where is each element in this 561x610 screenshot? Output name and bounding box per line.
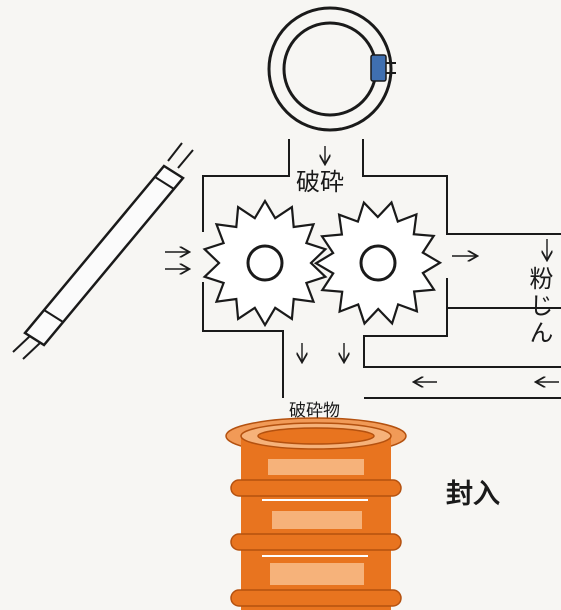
circular-fluorescent-lamp-icon — [267, 6, 396, 132]
straight-fluorescent-tube-icon — [12, 142, 194, 360]
crusher-gear-right-icon — [313, 200, 443, 326]
crusher-gear-left-icon — [202, 198, 328, 328]
crushing-label: 破砕 — [296, 168, 344, 196]
flow-arrows — [165, 146, 559, 382]
duct-walls — [202, 139, 561, 399]
steel-drum-icon — [225, 417, 407, 610]
sealing-label: 封入 — [446, 479, 500, 510]
dust-label: 粉じん — [525, 266, 553, 347]
crushed-material-label: 破砕物 — [289, 401, 340, 421]
